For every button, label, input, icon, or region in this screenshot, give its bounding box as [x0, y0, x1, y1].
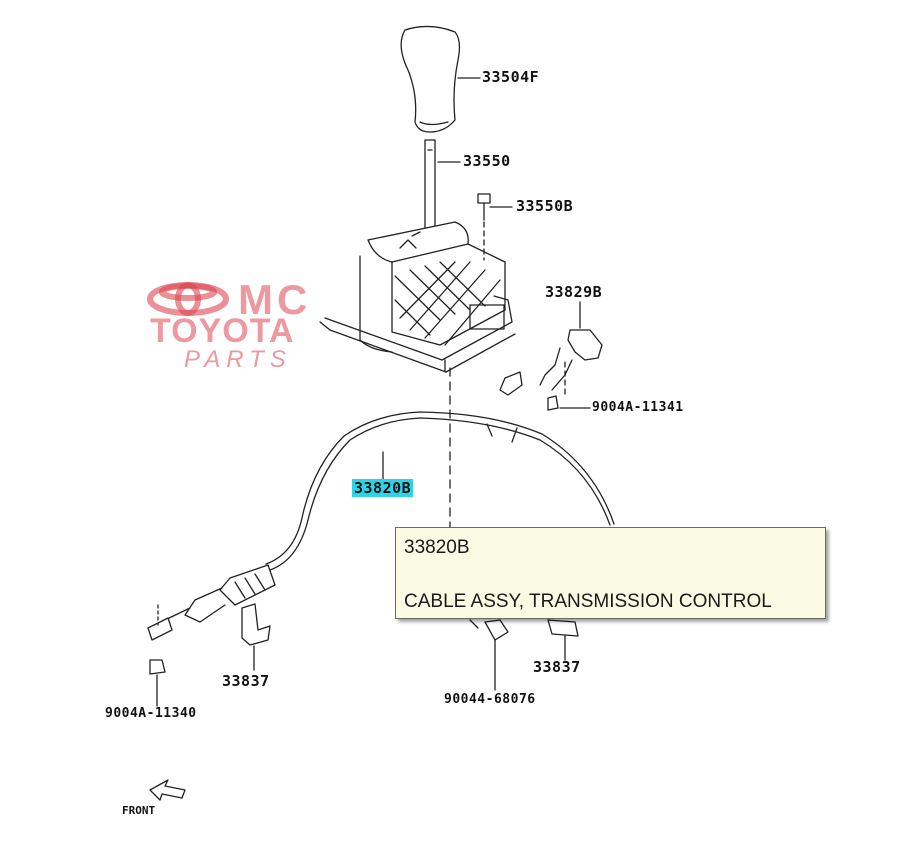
part-label-knob[interactable]: 33504F: [482, 68, 540, 86]
front-label: FRONT: [122, 804, 156, 817]
retainer-right-drawing: [469, 619, 579, 691]
watermark-brand-top: MC: [238, 276, 312, 323]
part-label-retainer-right[interactable]: 33837: [533, 658, 581, 676]
clip-left-drawing: [149, 659, 166, 707]
part-label-clip-left[interactable]: 9004A-11340: [105, 706, 197, 721]
cable-drawing: [147, 411, 615, 641]
part-label-lever[interactable]: 33550: [463, 152, 511, 170]
shift-housing-drawing: [319, 221, 516, 373]
part-label-bracket[interactable]: 33829B: [545, 283, 603, 301]
watermark-brand-main: TOYOTA: [150, 312, 295, 350]
part-tooltip: 33820B CABLE ASSY, TRANSMISSION CONTROL: [395, 527, 826, 619]
tooltip-part-code: 33820B: [404, 537, 470, 558]
part-label-clip-center[interactable]: 90044-68076: [444, 692, 536, 707]
part-label-cable[interactable]: 33820B: [352, 479, 414, 497]
part-label-screw[interactable]: 33550B: [516, 197, 574, 215]
toyota-logo-icon: [147, 282, 229, 316]
retainer-left-drawing: [241, 603, 271, 671]
shift-knob-drawing: [400, 25, 481, 133]
tooltip-part-description: CABLE ASSY, TRANSMISSION CONTROL: [404, 591, 772, 612]
screw-drawing: [477, 193, 513, 261]
watermark-brand-sub: PARTS: [184, 346, 292, 373]
part-label-clip-right-upper[interactable]: 9004A-11341: [592, 400, 684, 415]
front-arrow-icon: [149, 779, 186, 801]
bracket-drawing: [499, 301, 603, 411]
part-label-retainer-left[interactable]: 33837: [222, 672, 270, 690]
